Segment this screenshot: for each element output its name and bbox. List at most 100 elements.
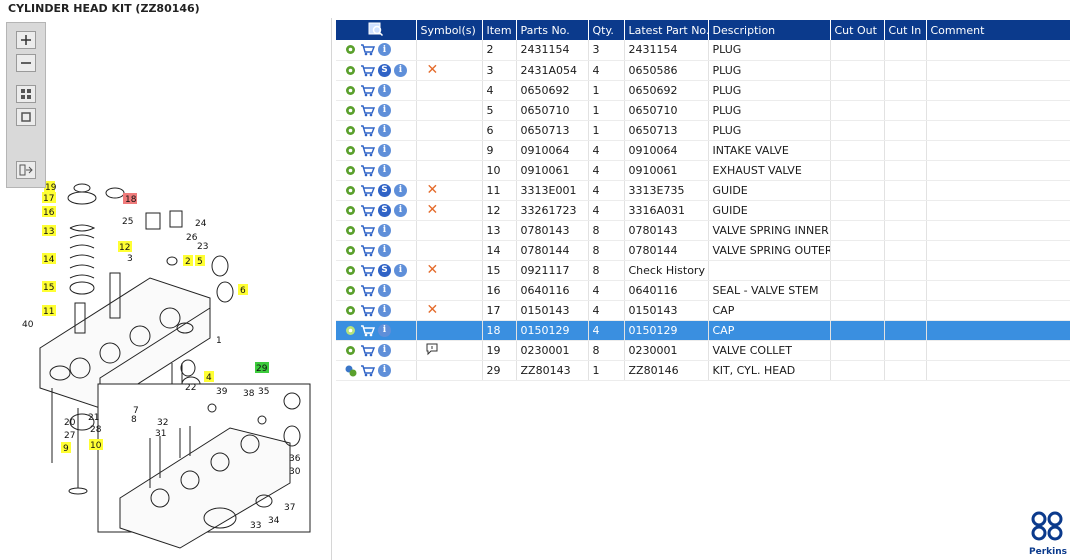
zoom-in-icon[interactable] [16,31,36,49]
info-icon[interactable]: i [378,103,391,117]
gear-icon[interactable] [344,304,357,317]
info-icon[interactable]: i [394,63,407,77]
kit-gear-icon[interactable] [344,364,357,377]
info-icon[interactable]: i [394,203,407,217]
callout-14[interactable]: 14 [43,255,55,265]
gear-icon[interactable] [344,164,357,177]
info-icon[interactable]: i [378,303,391,317]
supersession-icon[interactable]: S [378,203,391,217]
diagram-panel[interactable]: 19 17 18 16 13 14 15 11 12 3 2 5 6 4 10 … [0,18,332,560]
callout-28[interactable]: 28 [90,425,102,435]
column-parts-no[interactable]: Parts No. [516,20,589,40]
column-symbols[interactable]: Symbol(s) [416,20,483,40]
callout-31[interactable]: 31 [155,429,166,439]
callout-33[interactable]: 33 [250,521,261,531]
info-icon[interactable]: i [378,43,391,57]
callout-13[interactable]: 13 [43,227,54,237]
callout-8[interactable]: 8 [131,415,137,425]
supersession-icon[interactable]: S [378,63,391,77]
cart-icon[interactable] [360,204,375,217]
search-parts-icon[interactable] [368,22,384,36]
gear-icon[interactable] [344,324,357,337]
cart-icon[interactable] [360,104,375,117]
callout-17[interactable]: 17 [43,194,54,204]
callout-26[interactable]: 26 [186,233,198,243]
callout-11[interactable]: 11 [43,307,54,317]
cart-icon[interactable] [360,344,375,357]
callout-5[interactable]: 5 [197,257,203,267]
supersession-icon[interactable]: S [378,183,391,197]
callout-19[interactable]: 19 [45,183,57,193]
gear-icon[interactable] [344,84,357,97]
callout-10[interactable]: 10 [90,441,102,451]
gear-icon[interactable] [344,204,357,217]
gear-icon[interactable] [344,64,357,77]
cart-icon[interactable] [360,124,375,137]
callout-15[interactable]: 15 [43,283,54,293]
cart-icon[interactable] [360,184,375,197]
cart-icon[interactable] [360,164,375,177]
cart-icon[interactable] [360,43,375,56]
callout-2[interactable]: 2 [185,257,191,267]
export-icon[interactable] [16,161,36,179]
callout-23[interactable]: 23 [197,242,208,252]
column-cut-out[interactable]: Cut Out [830,20,885,40]
callout-37[interactable]: 37 [284,503,295,513]
gear-icon[interactable] [344,104,357,117]
cart-icon[interactable] [360,64,375,77]
gear-icon[interactable] [344,224,357,237]
callout-9[interactable]: 9 [63,444,69,454]
callout-25[interactable]: 25 [122,217,133,227]
callout-1[interactable]: 1 [216,336,222,346]
cart-icon[interactable] [360,84,375,97]
callout-4[interactable]: 4 [206,373,212,383]
gear-icon[interactable] [344,184,357,197]
callout-22[interactable]: 22 [185,383,196,393]
callout-35[interactable]: 35 [258,387,269,397]
gear-icon[interactable] [344,344,357,357]
callout-20[interactable]: 20 [64,418,76,428]
callout-21[interactable]: 21 [88,413,99,423]
info-icon[interactable]: i [378,223,391,237]
gear-icon[interactable] [344,124,357,137]
cart-icon[interactable] [360,364,375,377]
info-icon[interactable]: i [378,243,391,257]
callout-40[interactable]: 40 [22,320,34,330]
fit-window-icon[interactable] [16,108,36,126]
column-description[interactable]: Description [708,20,831,40]
gear-icon[interactable] [344,284,357,297]
cart-icon[interactable] [360,304,375,317]
exploded-diagram[interactable]: 19 17 18 16 13 14 15 11 12 3 2 5 6 4 10 … [0,18,332,560]
cart-icon[interactable] [360,324,375,337]
callout-3[interactable]: 3 [127,254,133,264]
cart-icon[interactable] [360,264,375,277]
info-icon[interactable]: i [394,183,407,197]
callout-38[interactable]: 38 [243,389,255,399]
note-icon[interactable] [421,343,439,359]
cart-icon[interactable] [360,284,375,297]
info-icon[interactable]: i [378,83,391,97]
gear-icon[interactable] [344,264,357,277]
callout-34[interactable]: 34 [268,516,280,526]
column-comment[interactable]: Comment [926,20,1070,40]
info-icon[interactable]: i [378,143,391,157]
callout-12[interactable]: 12 [119,243,130,253]
gear-icon[interactable] [344,144,357,157]
callout-30[interactable]: 30 [289,467,301,477]
info-icon[interactable]: i [378,323,391,337]
